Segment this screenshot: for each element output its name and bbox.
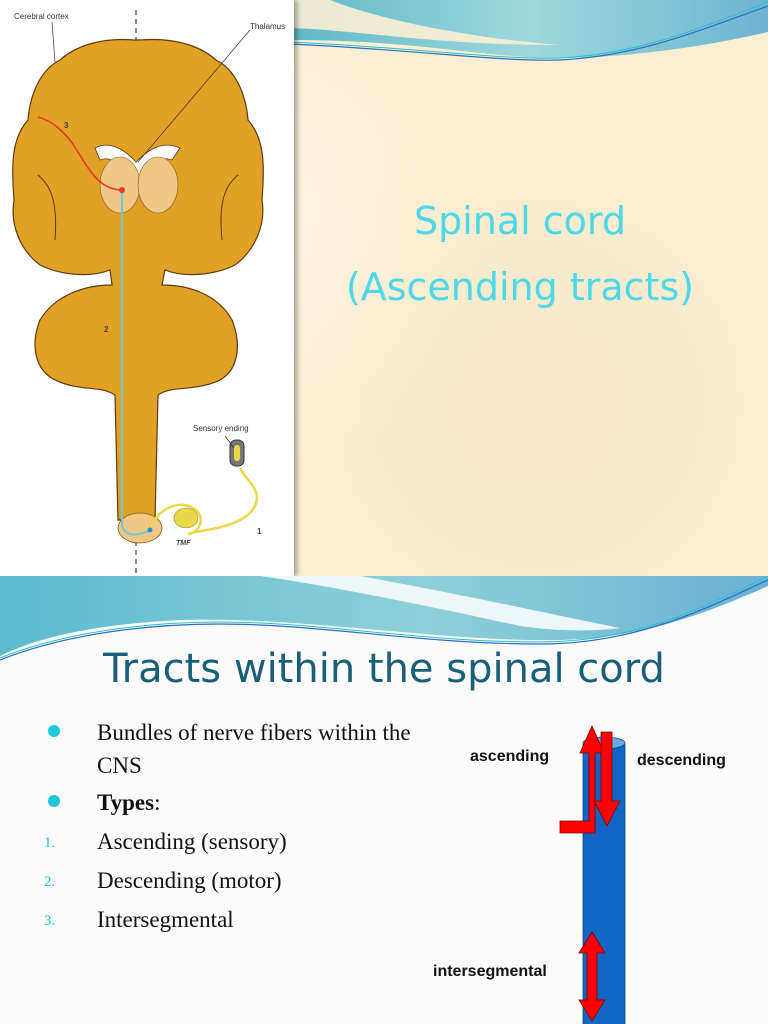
item-number: 1.	[44, 835, 56, 851]
bullet-dot-icon	[48, 795, 60, 807]
slide-title: Cerebral cortex Thalamus Sensory ending …	[0, 0, 768, 576]
label-intersegmental: intersegmental	[433, 963, 547, 980]
bullet-dot-icon	[48, 725, 60, 737]
numbered-item: 1. Ascending (sensory)	[40, 825, 420, 858]
brain-spinal-cord-illustration	[12, 10, 264, 576]
spinal-cord-column-illustration	[559, 725, 626, 1024]
bullet-text: Bundles of nerve fibers within the CNS	[97, 720, 411, 778]
bullet-text-bold: Types	[97, 790, 155, 815]
wave-banner-top	[289, 0, 768, 61]
bullet-text-colon: :	[154, 790, 161, 815]
illustrator-signature: TMF	[176, 540, 191, 547]
title-line-2: (Ascending tracts)	[345, 265, 695, 309]
item-number: 2.	[44, 874, 56, 890]
slide-heading: Tracts within the spinal cord	[103, 646, 665, 692]
ascending-pathway-figure: Cerebral cortex Thalamus Sensory ending …	[0, 0, 294, 576]
label-sensory-ending: Sensory ending	[193, 424, 249, 433]
wave-banner-top	[0, 576, 768, 661]
slide-tracts: Tracts within the spinal cord Bundles of…	[0, 576, 768, 1024]
title-line-1: Spinal cord	[413, 199, 627, 243]
item-text: Ascending (sensory)	[97, 829, 287, 854]
item-text: Intersegmental	[97, 907, 234, 932]
numbered-item: 2. Descending (motor)	[40, 864, 420, 897]
neuron-number-3: 3	[64, 121, 69, 130]
label-descending: descending	[637, 752, 726, 769]
slide-title-heading: Spinal cord (Ascending tracts)	[300, 188, 740, 320]
bullet-item: Types:	[40, 786, 420, 819]
label-ascending: ascending	[470, 748, 550, 765]
label-thalamus: Thalamus	[250, 22, 286, 31]
tracts-diagram: ascending descending intersegmental	[420, 716, 768, 1024]
item-text: Descending (motor)	[97, 868, 282, 893]
label-cerebral-cortex: Cerebral cortex	[14, 12, 69, 21]
content-list: Bundles of nerve fibers within the CNS T…	[40, 716, 420, 936]
neuron-number-2: 2	[104, 325, 109, 334]
bullet-item: Bundles of nerve fibers within the CNS	[40, 716, 420, 782]
neuron-number-1: 1	[257, 527, 262, 536]
numbered-item: 3. Intersegmental	[40, 903, 420, 936]
item-number: 3.	[44, 913, 56, 929]
